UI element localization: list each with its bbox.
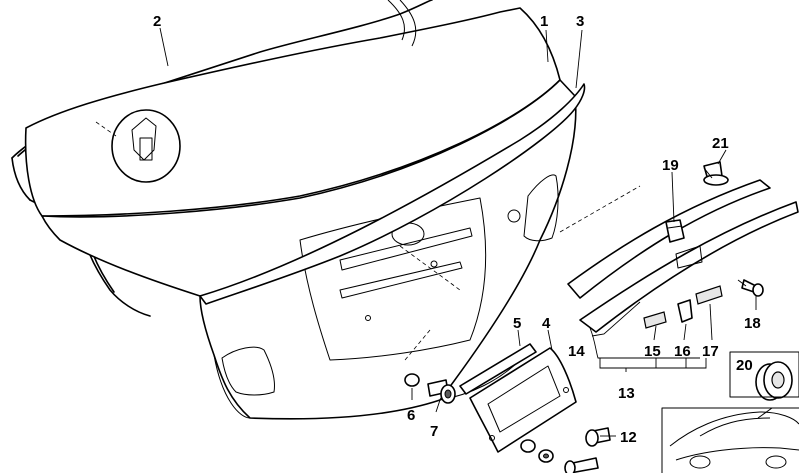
part-7-grommet <box>427 379 456 404</box>
part-18-screw <box>741 279 764 297</box>
part-5-strip <box>459 343 537 395</box>
callout-19: 19 <box>662 157 679 174</box>
callout-2: 2 <box>153 13 161 30</box>
callout-17: 17 <box>702 343 719 360</box>
callout-3: 3 <box>576 13 584 30</box>
seal-clip-detail <box>95 109 181 183</box>
part-6-washer <box>404 373 420 387</box>
part-21-rivet <box>703 161 729 186</box>
callout-18: 18 <box>744 315 761 332</box>
part-14-handle-strip <box>559 179 799 333</box>
callout-1: 1 <box>540 13 548 30</box>
bracket-washers <box>520 439 554 463</box>
bottom-screw <box>564 457 599 473</box>
callout-7: 7 <box>430 423 438 440</box>
part-19-clip <box>665 219 685 243</box>
part-3-spoiler <box>199 83 586 305</box>
part-4-plate-bracket <box>469 347 577 453</box>
callout-20: 20 <box>736 357 753 374</box>
part-1-trunk-lid <box>24 0 577 420</box>
car-thumbnail <box>661 407 799 473</box>
callout-15: 15 <box>644 343 661 360</box>
part-17 <box>695 285 723 305</box>
callout-12: 12 <box>620 429 637 446</box>
callout-6: 6 <box>407 407 415 424</box>
callout-labels: 1 2 3 4 5 6 7 12 13 14 15 16 17 18 19 20… <box>153 13 761 446</box>
part-15 <box>643 311 667 329</box>
callout-5: 5 <box>513 315 521 332</box>
callout-13: 13 <box>618 385 635 402</box>
callout-14: 14 <box>568 343 585 360</box>
part-16 <box>677 299 693 323</box>
callout-16: 16 <box>674 343 691 360</box>
callout-21: 21 <box>712 135 729 152</box>
leader-lines <box>159 27 757 437</box>
part-12-screw <box>585 427 611 447</box>
callout-4: 4 <box>542 315 551 332</box>
part-20-tape-roll <box>729 351 799 401</box>
